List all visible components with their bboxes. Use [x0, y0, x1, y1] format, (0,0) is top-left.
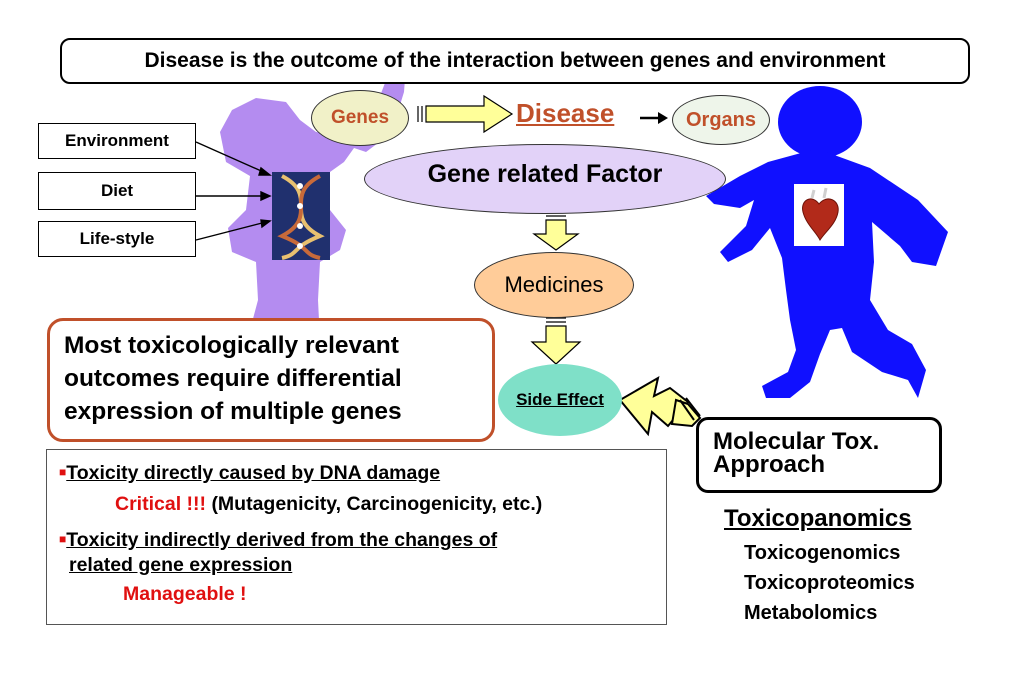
toxicity-item-1: ■Toxicity directly caused by DNA damage: [59, 460, 666, 486]
toxicity-indirect-line-2: related gene expression: [69, 554, 293, 576]
disease-label: Disease: [516, 98, 615, 128]
molecular-line-2: Approach: [713, 451, 826, 478]
disease-to-organs-arrow: [640, 112, 668, 124]
critical-flag: Critical !!!: [115, 493, 207, 515]
diet-box: Diet: [38, 172, 196, 210]
medicines-ellipse: Medicines: [474, 252, 634, 318]
side-effect-label: Side Effect: [516, 390, 604, 409]
toxicity-item-1-detail: Critical !!! (Mutagenicity, Carcinogenic…: [59, 492, 666, 517]
toxicity-item-2-detail: Manageable !: [59, 582, 666, 607]
multiple-genes-callout: Most toxicologically relevant outcomes r…: [47, 318, 495, 442]
down-arrow-to-side-effect: [530, 317, 582, 365]
molecular-tox-box: Molecular Tox. Approach: [696, 417, 942, 493]
factor-arrows: [195, 141, 273, 241]
genes-ellipse: Genes: [311, 90, 409, 146]
gene-related-factor-label: Gene related Factor: [427, 159, 663, 188]
lifestyle-label: Life-style: [79, 229, 155, 248]
gene-related-factor-ellipse: Gene related Factor: [364, 144, 726, 214]
lifestyle-box: Life-style: [38, 221, 196, 257]
title-banner: Disease is the outcome of the interactio…: [60, 38, 970, 84]
bullet-square-icon: ■: [59, 532, 67, 546]
organs-ellipse: Organs: [672, 95, 770, 145]
diet-label: Diet: [100, 181, 134, 200]
title-text: Disease is the outcome of the interactio…: [144, 49, 886, 72]
genes-to-disease-arrow: [417, 94, 514, 134]
list-item: Metabolomics: [744, 602, 878, 624]
toxicity-direct-text: Toxicity directly caused by DNA damage: [66, 462, 441, 484]
environment-label: Environment: [65, 131, 169, 150]
toxicity-indirect-line-1: Toxicity indirectly derived from the cha…: [66, 529, 498, 551]
callout-line-3: expression of multiple genes: [64, 398, 402, 425]
manageable-flag: Manageable !: [123, 583, 247, 605]
toxicopanomics-heading: Toxicopanomics: [724, 505, 912, 532]
callout-line-1: Most toxicologically relevant: [64, 332, 399, 359]
toxicity-list-box: ■Toxicity directly caused by DNA damage …: [46, 449, 667, 625]
molecular-line-1: Molecular Tox.: [713, 428, 880, 455]
bullet-square-icon: ■: [59, 465, 67, 479]
dna-helix-icon: [272, 172, 330, 260]
list-item: Toxicogenomics: [744, 542, 901, 564]
side-effect-ellipse: Side Effect: [498, 364, 622, 436]
toxicity-item-2: ■Toxicity indirectly derived from the ch…: [59, 527, 666, 553]
callout-line-2: outcomes require differential: [64, 365, 402, 392]
toxicopanomics-list: Toxicogenomics Toxicoproteomics Metabolo…: [744, 538, 915, 628]
genes-label: Genes: [330, 107, 390, 128]
organs-label: Organs: [685, 108, 757, 131]
medicines-label: Medicines: [504, 272, 604, 297]
heart-icon: [802, 187, 839, 242]
environment-box: Environment: [38, 123, 196, 159]
blue-person-figure: [706, 86, 948, 398]
list-item: Toxicoproteomics: [744, 572, 915, 594]
down-arrow-to-medicines: [532, 211, 580, 251]
molecular-to-side-effect-arrow: [618, 375, 702, 437]
critical-note: (Mutagenicity, Carcinogenicity, etc.): [211, 493, 543, 515]
toxicity-item-2-cont: related gene expression: [59, 553, 666, 578]
